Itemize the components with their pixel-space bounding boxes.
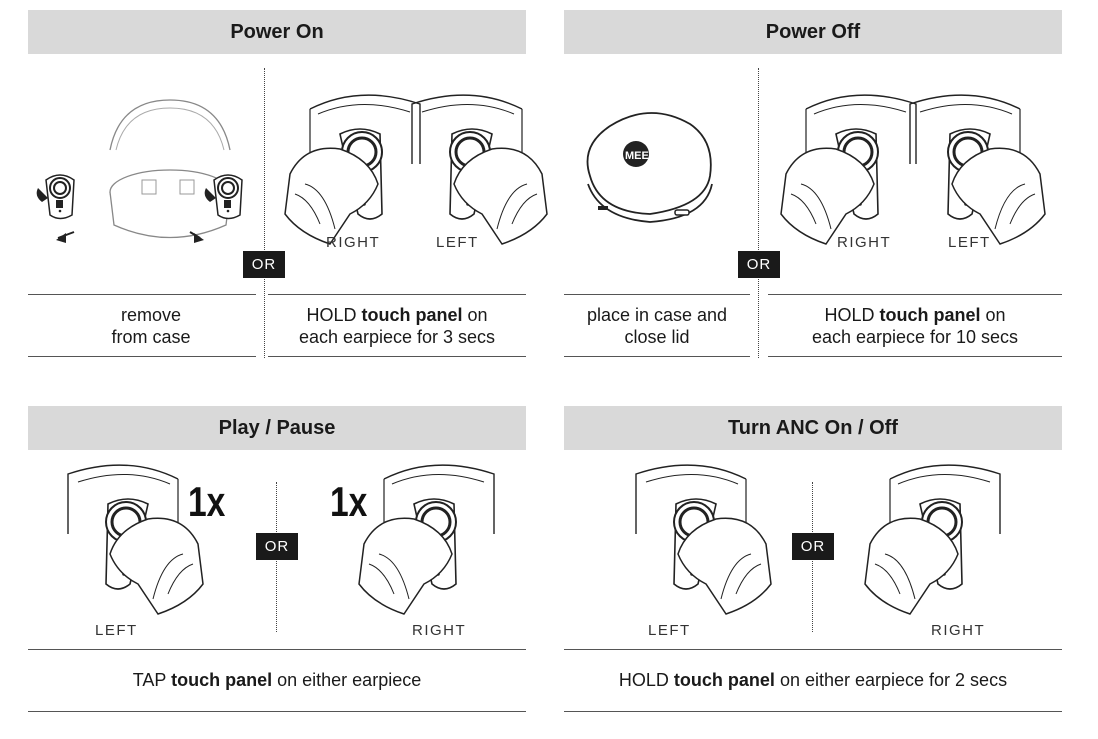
rule	[564, 356, 750, 357]
label-left: LEFT	[436, 234, 479, 251]
caption-text: HOLD	[824, 305, 880, 325]
label-right: RIGHT	[412, 622, 467, 639]
rule	[768, 356, 1062, 357]
or-badge: OR	[243, 251, 285, 278]
caption-bold: touch panel	[673, 670, 775, 690]
rule	[28, 711, 526, 712]
rule	[268, 356, 526, 357]
panel-title: Power On	[28, 10, 526, 54]
rule	[268, 294, 526, 295]
left-earpiece-press-illustration	[410, 93, 549, 246]
caption-bold: touch panel	[361, 305, 463, 325]
label-left: LEFT	[648, 622, 691, 639]
panel-anc: Turn ANC On / Off OR LEFT RIGHT HOLD tou…	[564, 406, 1062, 716]
caption-hold-touch-panel: HOLD touch panel on either earpiece for …	[564, 669, 1062, 691]
caption-text: on	[462, 305, 488, 325]
caption-line: close lid	[624, 327, 690, 347]
divider	[758, 68, 759, 358]
left-earpiece-hold-illustration	[634, 463, 773, 616]
caption-line: each earpiece for 3 secs	[298, 327, 496, 347]
label-right: RIGHT	[931, 622, 986, 639]
rule	[768, 294, 1062, 295]
tap-count-right: 1x	[330, 478, 368, 525]
panel-title: Turn ANC On / Off	[564, 406, 1062, 450]
left-earpiece-tap-illustration	[66, 463, 205, 616]
label-left: LEFT	[948, 234, 991, 251]
caption-text: HOLD	[618, 670, 674, 690]
tap-count-left: 1x	[188, 478, 226, 525]
panel-power-on: Power On OR RIGHT LEFT remove from case	[28, 10, 549, 360]
caption-line: HOLD touch panel on	[268, 304, 526, 326]
rule	[28, 294, 256, 295]
right-earpiece-tap-illustration	[357, 463, 496, 616]
right-earpiece-hold-illustration	[863, 463, 1002, 616]
earbuds-leaving-case-illustration	[35, 99, 243, 243]
rule	[28, 356, 256, 357]
caption-line: HOLD touch panel on	[768, 304, 1062, 326]
panel-title: Power Off	[564, 10, 1062, 54]
label-right: RIGHT	[837, 234, 892, 251]
caption-remove-from-case: remove from case	[28, 304, 274, 348]
caption-bold: touch panel	[879, 305, 981, 325]
caption-text: TAP	[132, 670, 172, 690]
right-earpiece-press-illustration	[779, 93, 918, 246]
caption-hold-touch-panel: HOLD touch panel on each earpiece for 3 …	[268, 304, 526, 348]
panel-play-pause: Play / Pause 1x OR 1x LEFT RIGHT TAP tou…	[28, 406, 526, 716]
caption-line: remove	[120, 305, 182, 325]
caption-line: place in case and	[586, 305, 728, 325]
or-badge: OR	[738, 251, 780, 278]
caption-text: on	[980, 305, 1006, 325]
label-right: RIGHT	[326, 234, 381, 251]
caption-hold-touch-panel: HOLD touch panel on each earpiece for 10…	[768, 304, 1062, 348]
caption-line: from case	[111, 327, 191, 347]
left-earpiece-press-illustration	[908, 93, 1047, 246]
panel-power-off: Power Off MEE OR RIGHT LEFT place in cas…	[564, 10, 1062, 360]
caption-text: HOLD	[306, 305, 362, 325]
caption-bold: touch panel	[171, 670, 273, 690]
caption-text: on either earpiece for 2 secs	[774, 670, 1008, 690]
label-left: LEFT	[95, 622, 138, 639]
right-earpiece-press-illustration	[283, 93, 422, 246]
caption-line: each earpiece for 10 secs	[811, 327, 1019, 347]
caption-text: on either earpiece	[272, 670, 422, 690]
rule	[564, 649, 1062, 650]
panel-title: Play / Pause	[28, 406, 526, 450]
closed-case-illustration: MEE	[586, 112, 713, 223]
rule	[564, 711, 1062, 712]
divider	[264, 68, 265, 358]
brand-logo: MEE	[625, 150, 649, 162]
caption-place-in-case: place in case and close lid	[564, 304, 750, 348]
caption-tap-touch-panel: TAP touch panel on either earpiece	[28, 669, 526, 691]
or-badge: OR	[792, 533, 834, 560]
rule	[28, 649, 526, 650]
rule	[564, 294, 750, 295]
or-badge: OR	[256, 533, 298, 560]
